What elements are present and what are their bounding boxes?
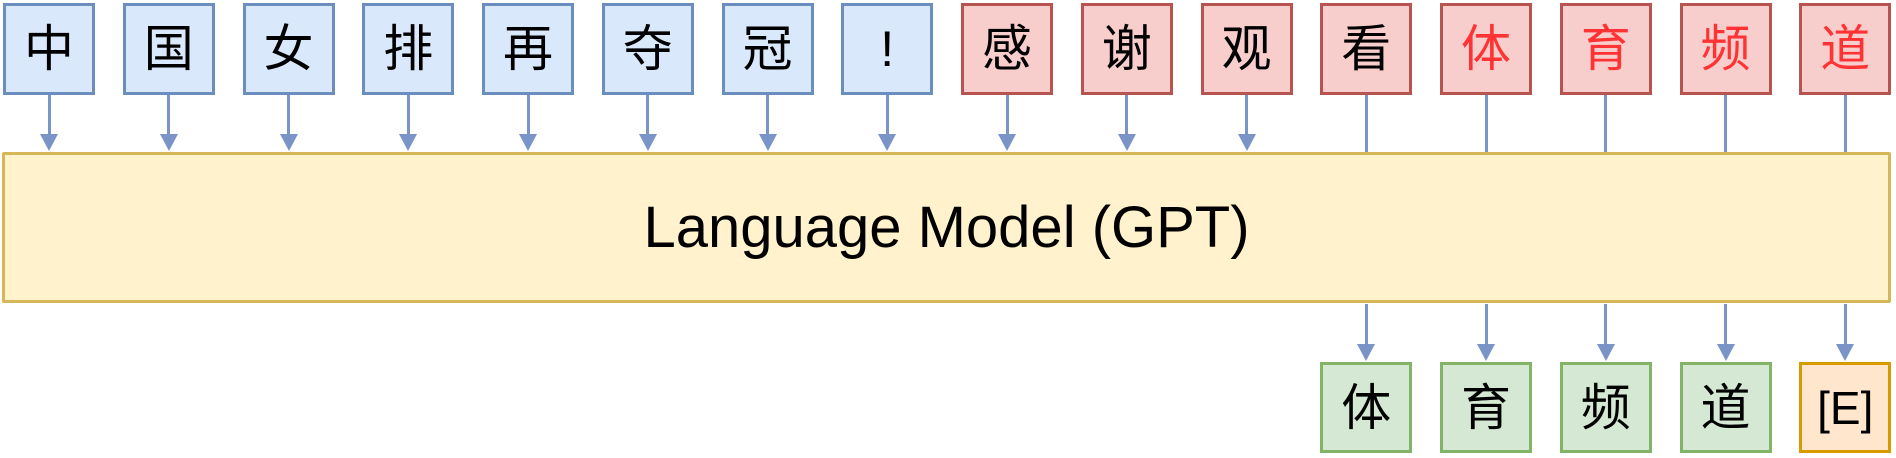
language-model-label: Language Model (GPT)	[643, 195, 1250, 260]
output-token-char: 体	[1341, 379, 1392, 436]
input-token-box: 道	[1799, 3, 1892, 95]
output-token-box: [E]	[1799, 362, 1892, 453]
input-down-arrow-head-icon	[159, 134, 178, 151]
input-token-box: 中	[3, 3, 95, 95]
input-down-arrow-head-icon	[638, 134, 657, 151]
input-token-char: 道	[1820, 21, 1871, 77]
input-token-char: 国	[143, 21, 194, 77]
output-down-arrow-shaft	[1724, 304, 1727, 345]
output-down-arrow-shaft	[1364, 304, 1368, 345]
input-token-char: 观	[1221, 21, 1272, 77]
language-model-box: Language Model (GPT)	[2, 152, 1891, 303]
input-token-box: 育	[1559, 3, 1652, 95]
input-down-arrow-head-icon	[758, 134, 777, 151]
input-token-char: 中	[24, 21, 74, 77]
input-token-box: 女	[242, 3, 335, 95]
input-down-arrow-shaft	[526, 95, 530, 135]
output-token-box: 体	[1320, 362, 1413, 453]
input-token-box: 谢	[1080, 3, 1173, 95]
input-token-box: !	[841, 3, 934, 95]
input-token-char: 频	[1700, 21, 1751, 77]
input-down-arrow-head-icon	[399, 134, 418, 151]
input-down-arrow-shaft	[1005, 95, 1009, 135]
output-token-char: [E]	[1817, 381, 1874, 434]
input-down-arrow-shaft	[885, 95, 889, 135]
input-down-arrow-shaft	[287, 95, 290, 135]
input-down-arrow-head-icon	[878, 134, 897, 151]
input-down-arrow-head-icon	[279, 134, 298, 151]
input-token-box: 夺	[601, 3, 694, 95]
input-token-char: !	[880, 21, 895, 77]
output-token-box: 频	[1559, 362, 1652, 453]
input-down-arrow-head-icon	[1237, 134, 1256, 151]
input-token-char: 看	[1341, 21, 1392, 77]
output-token-box: 育	[1440, 362, 1532, 453]
input-down-line	[1364, 95, 1368, 153]
input-down-arrow-head-icon	[519, 134, 537, 151]
input-token-char: 体	[1461, 21, 1511, 77]
input-token-box: 排	[362, 3, 455, 95]
input-down-line	[1484, 95, 1488, 153]
input-down-arrow-shaft	[406, 95, 410, 135]
input-token-box: 国	[122, 3, 215, 95]
input-down-line	[1604, 95, 1608, 153]
input-down-arrow-head-icon	[40, 134, 58, 151]
input-down-arrow-head-icon	[1117, 134, 1136, 151]
input-token-char: 育	[1580, 21, 1631, 77]
output-down-arrow-head-icon	[1836, 344, 1855, 361]
input-down-arrow-shaft	[1125, 95, 1129, 135]
input-token-box: 冠	[721, 3, 814, 95]
output-down-arrow-head-icon	[1596, 344, 1615, 361]
input-down-line	[1724, 95, 1727, 153]
output-down-arrow-head-icon	[1357, 344, 1376, 361]
input-down-arrow-head-icon	[998, 134, 1016, 151]
input-token-box: 频	[1679, 3, 1772, 95]
input-token-box: 再	[482, 3, 574, 95]
input-token-char: 谢	[1101, 21, 1152, 77]
output-token-char: 频	[1580, 379, 1631, 436]
output-down-arrow-head-icon	[1716, 344, 1735, 361]
input-token-box: 观	[1200, 3, 1293, 95]
output-down-arrow-shaft	[1484, 304, 1488, 345]
input-down-arrow-shaft	[646, 95, 650, 135]
input-token-box: 体	[1440, 3, 1532, 95]
output-token-box: 道	[1679, 362, 1772, 453]
input-down-arrow-shaft	[47, 95, 51, 135]
output-token-char: 育	[1461, 379, 1511, 436]
input-token-char: 感	[982, 21, 1032, 77]
input-down-arrow-shaft	[167, 95, 171, 135]
input-token-char: 女	[263, 21, 314, 77]
input-token-box: 看	[1320, 3, 1413, 95]
output-down-arrow-shaft	[1843, 304, 1847, 345]
input-token-char: 夺	[622, 21, 673, 77]
input-token-char: 再	[503, 21, 553, 77]
input-down-arrow-shaft	[766, 95, 769, 135]
input-down-arrow-shaft	[1245, 95, 1248, 135]
output-down-arrow-shaft	[1604, 304, 1608, 345]
input-token-char: 排	[383, 21, 434, 77]
input-token-char: 冠	[742, 21, 793, 77]
output-token-char: 道	[1700, 379, 1751, 436]
output-down-arrow-head-icon	[1477, 344, 1495, 361]
input-token-box: 感	[961, 3, 1053, 95]
input-down-line	[1843, 95, 1847, 153]
